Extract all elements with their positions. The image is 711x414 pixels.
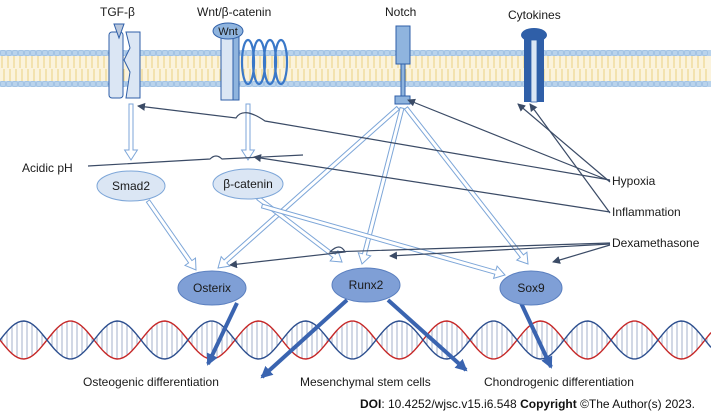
- notch-label: Notch: [385, 5, 416, 19]
- notch-to-osterix-arrow: [217, 105, 401, 269]
- cell-membrane: [0, 49, 711, 88]
- osterix-label: Osterix: [193, 281, 231, 295]
- osterix-to-osteogenic-arrow: [206, 302, 239, 366]
- citation-line: DOI: 10.4252/wjsc.v15.i6.548 Copyright ©…: [360, 397, 695, 411]
- copyright-value: ©The Author(s) 2023.: [576, 397, 695, 411]
- runx2-to-osteogenic-arrow: [260, 298, 349, 379]
- inflammation-to-cytokine-line: [529, 103, 611, 214]
- hypoxia-label: Hypoxia: [612, 174, 656, 188]
- inflammation-to-betacatenin-line: [253, 154, 611, 213]
- chondrogenic-differentiation-label: Chondrogenic differentiation: [484, 375, 634, 389]
- notch-to-sox9-arrow: [403, 106, 529, 265]
- cytokine-binding-cap: [521, 28, 547, 42]
- copyright-label: Copyright: [520, 397, 577, 411]
- dexamethasone-to-runx2-line: [389, 243, 611, 260]
- acidic-ph-label: Acidic pH: [22, 161, 73, 175]
- wnt-receptor: Wnt: [212, 22, 289, 101]
- sox9-node: Sox9: [499, 270, 563, 306]
- tgf-beta-label: TGF-β: [100, 5, 135, 19]
- wnt-ligand: [212, 22, 244, 40]
- runx2-label: Runx2: [349, 278, 384, 292]
- doi-label: DOI: [359, 397, 382, 411]
- doi-value: : 10.4252/wjsc.v15.i6.548: [381, 397, 517, 411]
- dexamethasone-to-sox9-line: [552, 244, 611, 264]
- smad2-to-osterix-arrow: [145, 199, 197, 271]
- wnt-beta-catenin-label: Wnt/β-catenin: [197, 5, 271, 19]
- cytokines-label: Cytokines: [508, 8, 561, 22]
- smad2-node: Smad2: [96, 170, 166, 202]
- beta-catenin-label: β-catenin: [223, 177, 273, 191]
- notch-intracellular-domain: [394, 95, 411, 105]
- wnt-to-betacatenin-arrow: [240, 103, 256, 161]
- hypoxia-to-cytokine-line: [517, 103, 611, 183]
- hypoxia-to-tgf-line: [137, 102, 611, 181]
- frizzled-coil: [240, 38, 289, 86]
- betacatenin-to-sox9-arrow: [260, 203, 506, 280]
- osteogenic-differentiation-label: Osteogenic differentiation: [83, 375, 219, 389]
- sox9-to-chondrogenic-arrow: [519, 302, 553, 369]
- osterix-node: Osterix: [177, 270, 247, 306]
- differentiation-arrows: [206, 298, 553, 379]
- acidic-ph-line: [87, 154, 304, 167]
- pathway-arrows: [123, 103, 529, 280]
- runx2-node: Runx2: [331, 267, 401, 303]
- mesenchymal-stem-cells-label: Mesenchymal stem cells: [300, 375, 431, 389]
- tgf-to-smad2-arrow: [123, 103, 139, 161]
- smad2-label: Smad2: [112, 179, 150, 193]
- inflammation-label: Inflammation: [612, 205, 681, 219]
- beta-catenin-node: β-catenin: [212, 168, 284, 200]
- notch-receptor: [394, 25, 411, 105]
- notch-to-runx2-arrow: [357, 106, 405, 265]
- dexamethasone-label: Dexamethasone: [612, 236, 700, 250]
- tgf-ligand-triangle: [113, 23, 125, 40]
- tgf-receptor: [108, 23, 141, 99]
- dexamethasone-to-osterix-line: [229, 242, 611, 269]
- sox9-label: Sox9: [517, 281, 545, 295]
- hypoxia-to-notch-line: [407, 98, 611, 182]
- dna-helix: [0, 320, 711, 360]
- runx2-to-chondrogenic-arrow: [386, 298, 468, 372]
- cytokine-receptor: [521, 28, 547, 103]
- wnt-ligand-label: Wnt: [218, 26, 238, 38]
- external-factor-lines: [87, 98, 611, 269]
